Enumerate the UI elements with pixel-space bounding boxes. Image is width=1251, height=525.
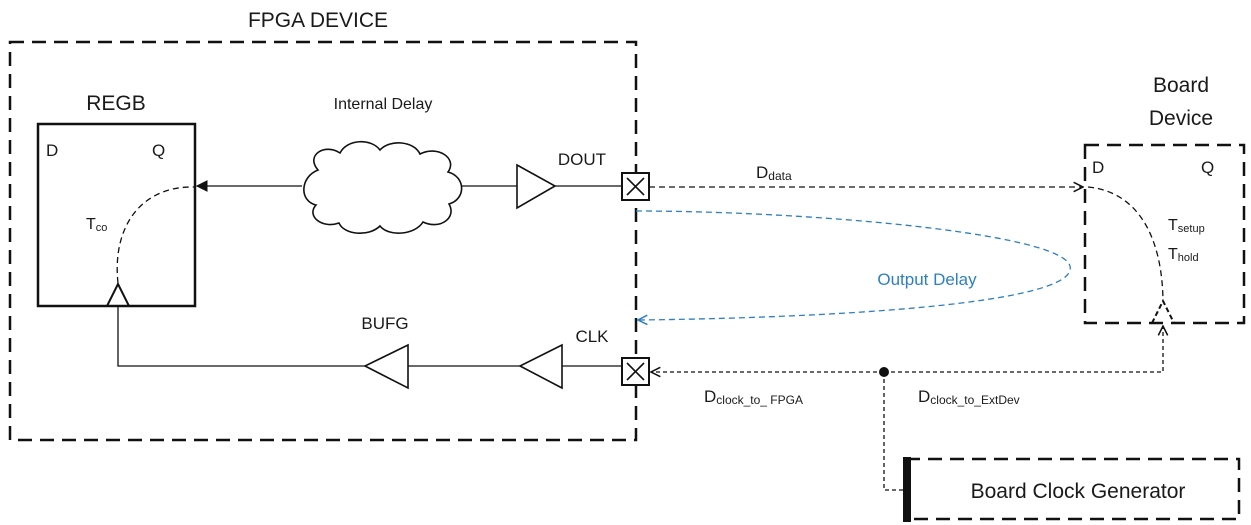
board-device-boundary — [1083, 143, 1246, 325]
output-delay-label: Output Delay — [877, 270, 977, 289]
ddata-label: Ddata — [756, 163, 792, 183]
output-delay-arc — [635, 210, 1071, 320]
board-device-title-line1: Board — [1153, 74, 1209, 97]
clk-label: CLK — [575, 327, 609, 346]
board-device-q-pin: Q — [1201, 158, 1214, 177]
clock-path-wire — [117, 306, 365, 367]
regb-d-pin: D — [46, 141, 58, 160]
internal-delay-cloud — [303, 140, 463, 234]
dout-label: DOUT — [558, 150, 606, 169]
board-device-title-line2: Device — [1149, 107, 1213, 130]
tsetup-label: Tsetup — [1168, 217, 1205, 235]
dout-pin-cross-icon — [626, 177, 645, 196]
board-clock-generator-left-bar — [903, 457, 911, 522]
regb-clock-triangle — [106, 281, 130, 307]
board-clock-generator-label: Board Clock Generator — [971, 480, 1186, 503]
dout-buffer — [516, 163, 557, 210]
bufg-buffer — [363, 343, 409, 390]
clk-pin-cross-icon — [626, 362, 645, 381]
board-device-timing-arc — [1087, 186, 1164, 301]
fpga-device-title: FPGA DEVICE — [248, 9, 388, 32]
regb-tco-arc — [116, 186, 195, 284]
regb-tco-label: Tco — [86, 216, 107, 234]
board-device-clock-triangle — [1151, 298, 1175, 324]
regb-title: REGB — [86, 92, 146, 115]
board-device-d-pin: D — [1092, 158, 1104, 177]
board-clock-trace-extdev — [884, 326, 1163, 373]
dclock-fpga-label: Dclock_to_ FPGA — [704, 387, 803, 407]
internal-delay-label: Internal Delay — [334, 96, 433, 113]
clock-junction-dot — [879, 367, 889, 377]
fpga-device-boundary — [8, 40, 638, 442]
board-clock-source-trace — [883, 372, 906, 491]
dclock-extdev-label: Dclock_to_ExtDev — [918, 387, 1020, 407]
regb-q-pin: Q — [152, 141, 165, 160]
clk-input-buffer — [518, 343, 563, 390]
thold-label: Thold — [1168, 246, 1199, 264]
regb-register — [36, 122, 197, 308]
bufg-label: BUFG — [361, 314, 408, 333]
